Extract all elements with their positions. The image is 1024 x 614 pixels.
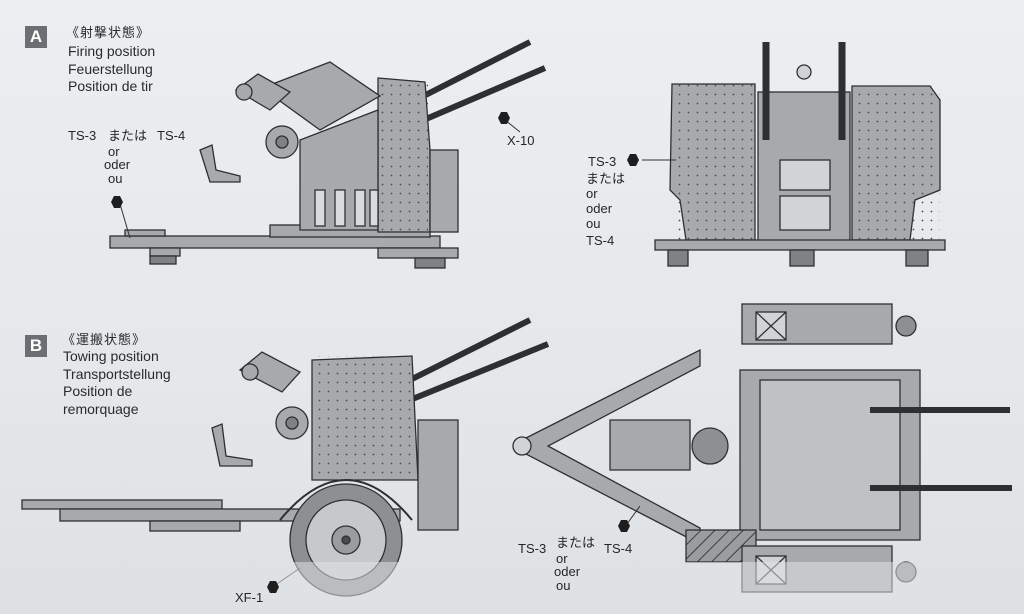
page-fold [0, 562, 1024, 614]
section-b-line-fr-1: Position de [63, 383, 133, 399]
section-a-line-fr: Position de tir [68, 78, 153, 94]
or-fr-label-b: ou [556, 578, 571, 593]
or-jp-label-b: または [556, 535, 596, 550]
or-de-label-b: oder [554, 564, 581, 579]
or-fr-label: ou [108, 171, 123, 186]
section-b-line-de: Transportstellung [63, 365, 171, 382]
paint-ts3-label: TS-3 [68, 128, 97, 143]
paint-xf1-label: XF-1 [235, 590, 264, 605]
section-a-line-en: Firing position [68, 43, 156, 59]
section-a-badge: A [25, 26, 47, 48]
paint-ts3-label-rear: TS-3 [588, 154, 617, 169]
section-b-line-fr-2: remorquage [63, 400, 139, 417]
firing-rear-view [654, 42, 946, 267]
section-a-line-de: Feuerstellung [68, 60, 153, 77]
or-jp-label-rear: または [586, 171, 626, 186]
section-b-title-jp: 《運搬状態》 [62, 332, 147, 347]
or-en-label-b: or [556, 551, 568, 566]
or-jp-label: または [108, 128, 148, 143]
firing-side-view [109, 39, 547, 269]
paint-ts3-label-b: TS-3 [518, 541, 547, 556]
paint-hex-icon [627, 154, 639, 166]
or-fr-label-rear: ou [586, 216, 601, 231]
paint-hex-icon [498, 112, 510, 124]
or-en-label: or [108, 144, 120, 159]
paint-ts4-label-b: TS-4 [604, 541, 633, 556]
paint-ts4-label-rear: TS-4 [586, 233, 615, 248]
or-en-label-rear: or [586, 186, 598, 201]
paint-hex-icon [267, 581, 279, 593]
section-a-title-jp: 《射撃状態》 [66, 25, 151, 40]
section-b-badge: B [25, 335, 47, 357]
paint-hex-icon [111, 196, 123, 208]
or-de-label: oder [104, 157, 131, 172]
paint-x10-label: X-10 [507, 133, 535, 148]
paint-ts4-label: TS-4 [157, 128, 186, 143]
or-de-label-rear: oder [586, 201, 613, 216]
paint-hex-icon [618, 520, 630, 532]
section-b-line-en: Towing position [63, 348, 159, 364]
